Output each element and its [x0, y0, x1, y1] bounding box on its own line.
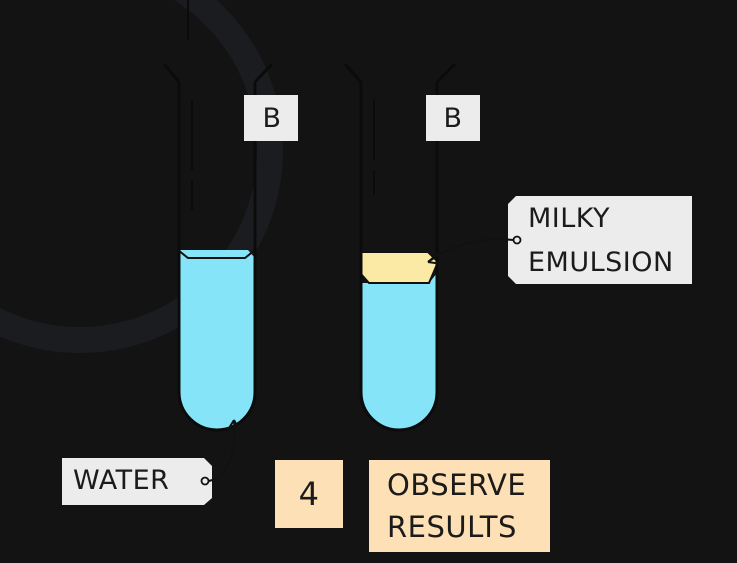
water-label-bg: [62, 458, 212, 505]
test-tube-left: [162, 0, 274, 432]
tube-lip-right-a: [343, 63, 363, 83]
water-arrow-icon: [225, 419, 242, 434]
water-label-text: WATER: [73, 465, 170, 496]
step-text-line1: OBSERVE: [387, 468, 527, 502]
step-text-line2: RESULTS: [387, 510, 517, 544]
milky-arrow-icon: [427, 251, 443, 265]
water-pointer-line: [208, 419, 236, 482]
water-label-hole: [200, 476, 210, 486]
background-ring: [0, 0, 283, 353]
milky-pointer-line: [427, 238, 514, 263]
tube-outline-left: [177, 82, 257, 432]
water-liquid-right: [360, 273, 437, 430]
tube-tag-left: B: [262, 102, 282, 134]
milky-label-hole: [512, 235, 522, 245]
milky-label-line2: EMULSION: [528, 247, 674, 278]
step-text-box: [369, 460, 550, 552]
tube-lip-left-a: [162, 63, 181, 83]
step-number: 4: [298, 475, 320, 513]
milky-label-line1: MILKY: [528, 203, 611, 234]
milky-label-bg: [508, 196, 692, 284]
tube-outline-right: [359, 82, 439, 432]
milky-emulsion-layer: [360, 251, 440, 284]
step-number-box: [275, 460, 343, 528]
test-tube-right: [343, 62, 457, 432]
tube-tag-right-bg: [426, 95, 480, 141]
tube-tag-right: B: [443, 102, 463, 134]
water-meniscus-left: [177, 249, 256, 259]
tube-lip-right-b: [435, 62, 457, 84]
tube-tag-left-bg: [244, 95, 298, 141]
tube-lip-left-b: [253, 62, 274, 84]
water-liquid-left: [178, 250, 255, 430]
